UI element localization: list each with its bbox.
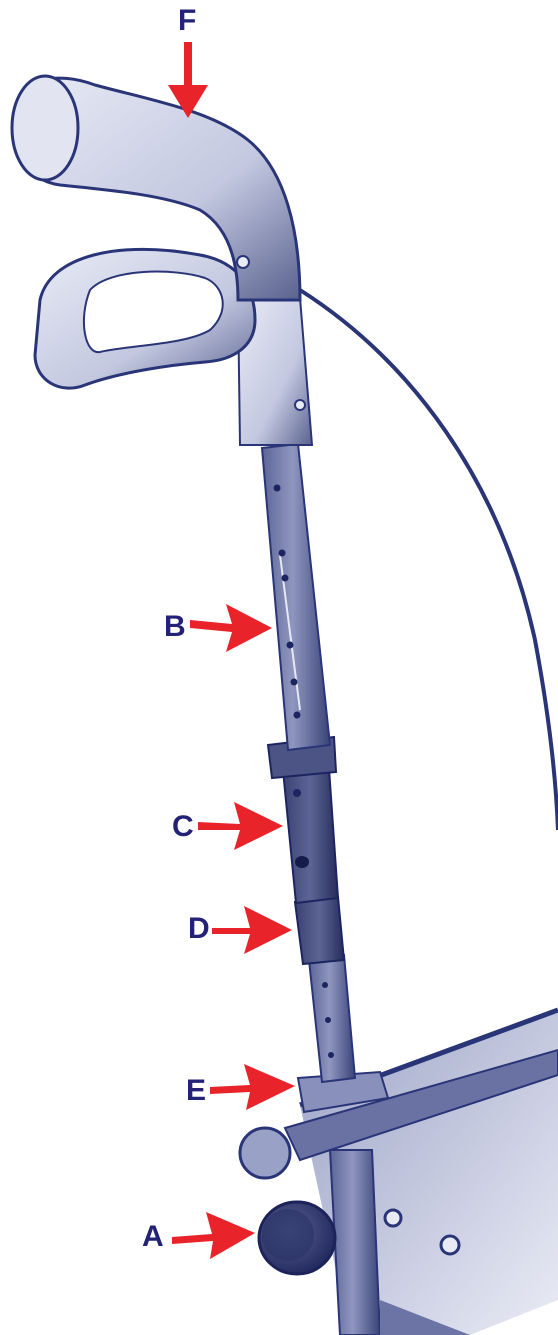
collar-d <box>295 897 344 964</box>
arrow-a <box>172 1212 255 1259</box>
arrow-d <box>212 906 292 954</box>
inner-tube-b <box>262 444 330 750</box>
frame-knob <box>240 1128 290 1178</box>
arrow-b <box>190 604 272 652</box>
frame-bolt-2 <box>441 1236 459 1254</box>
frame-bolt <box>385 1210 401 1226</box>
lower-tube <box>309 955 355 1082</box>
label-a: A <box>142 1222 164 1252</box>
label-f: F <box>178 6 196 36</box>
arrow-e-shape <box>210 1064 295 1110</box>
label-b: B <box>164 612 186 642</box>
support-wire <box>300 290 558 830</box>
label-e: E <box>186 1076 206 1106</box>
label-c: C <box>172 812 194 842</box>
arrow-c <box>198 802 283 850</box>
grip-end-cap <box>12 76 78 180</box>
frame-leg <box>330 1150 380 1335</box>
label-d: D <box>188 914 210 944</box>
adjustment-knob-face <box>262 1209 314 1261</box>
